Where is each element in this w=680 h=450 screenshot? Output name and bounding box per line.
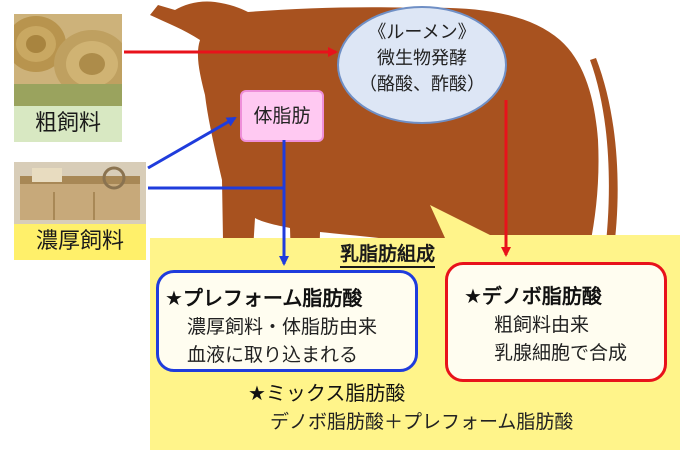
- mixed-title: ★ミックス脂肪酸: [248, 381, 406, 405]
- rumen-text: 《ルーメン》 微生物発酵 （酪酸、酢酸）: [338, 20, 506, 98]
- denovo-title: ★デノボ脂肪酸: [464, 284, 602, 308]
- body-fat-box: 体脂肪: [240, 90, 324, 142]
- preformed-title: ★プレフォーム脂肪酸: [165, 286, 363, 310]
- denovo-box: ★デノボ脂肪酸 粗飼料由来 乳腺細胞で合成: [445, 262, 667, 382]
- rumen-line2: （酪酸、酢酸）: [359, 74, 485, 95]
- denovo-line2: 乳腺細胞で合成: [494, 342, 628, 364]
- preformed-line2: 血液に取り込まれる: [187, 344, 359, 366]
- concentrate-label: 濃厚飼料: [14, 224, 146, 260]
- feed-box-photo: [14, 162, 146, 224]
- denovo-line1: 粗飼料由来: [494, 314, 590, 336]
- rumen-line1: 微生物発酵: [377, 48, 467, 69]
- mixed-section: ★ミックス脂肪酸 デノボ脂肪酸＋プレフォーム脂肪酸: [248, 378, 573, 436]
- hay-bale-photo: [14, 14, 122, 106]
- milk-fat-title: 乳脂肪組成: [340, 242, 436, 268]
- roughage-label: 粗飼料: [14, 106, 122, 142]
- rumen-title: 《ルーメン》: [368, 22, 476, 43]
- mixed-line1: デノボ脂肪酸＋プレフォーム脂肪酸: [270, 411, 574, 433]
- preformed-line1: 濃厚飼料・体脂肪由来: [187, 316, 378, 338]
- preformed-box: ★プレフォーム脂肪酸 濃厚飼料・体脂肪由来 血液に取り込まれる: [156, 270, 418, 372]
